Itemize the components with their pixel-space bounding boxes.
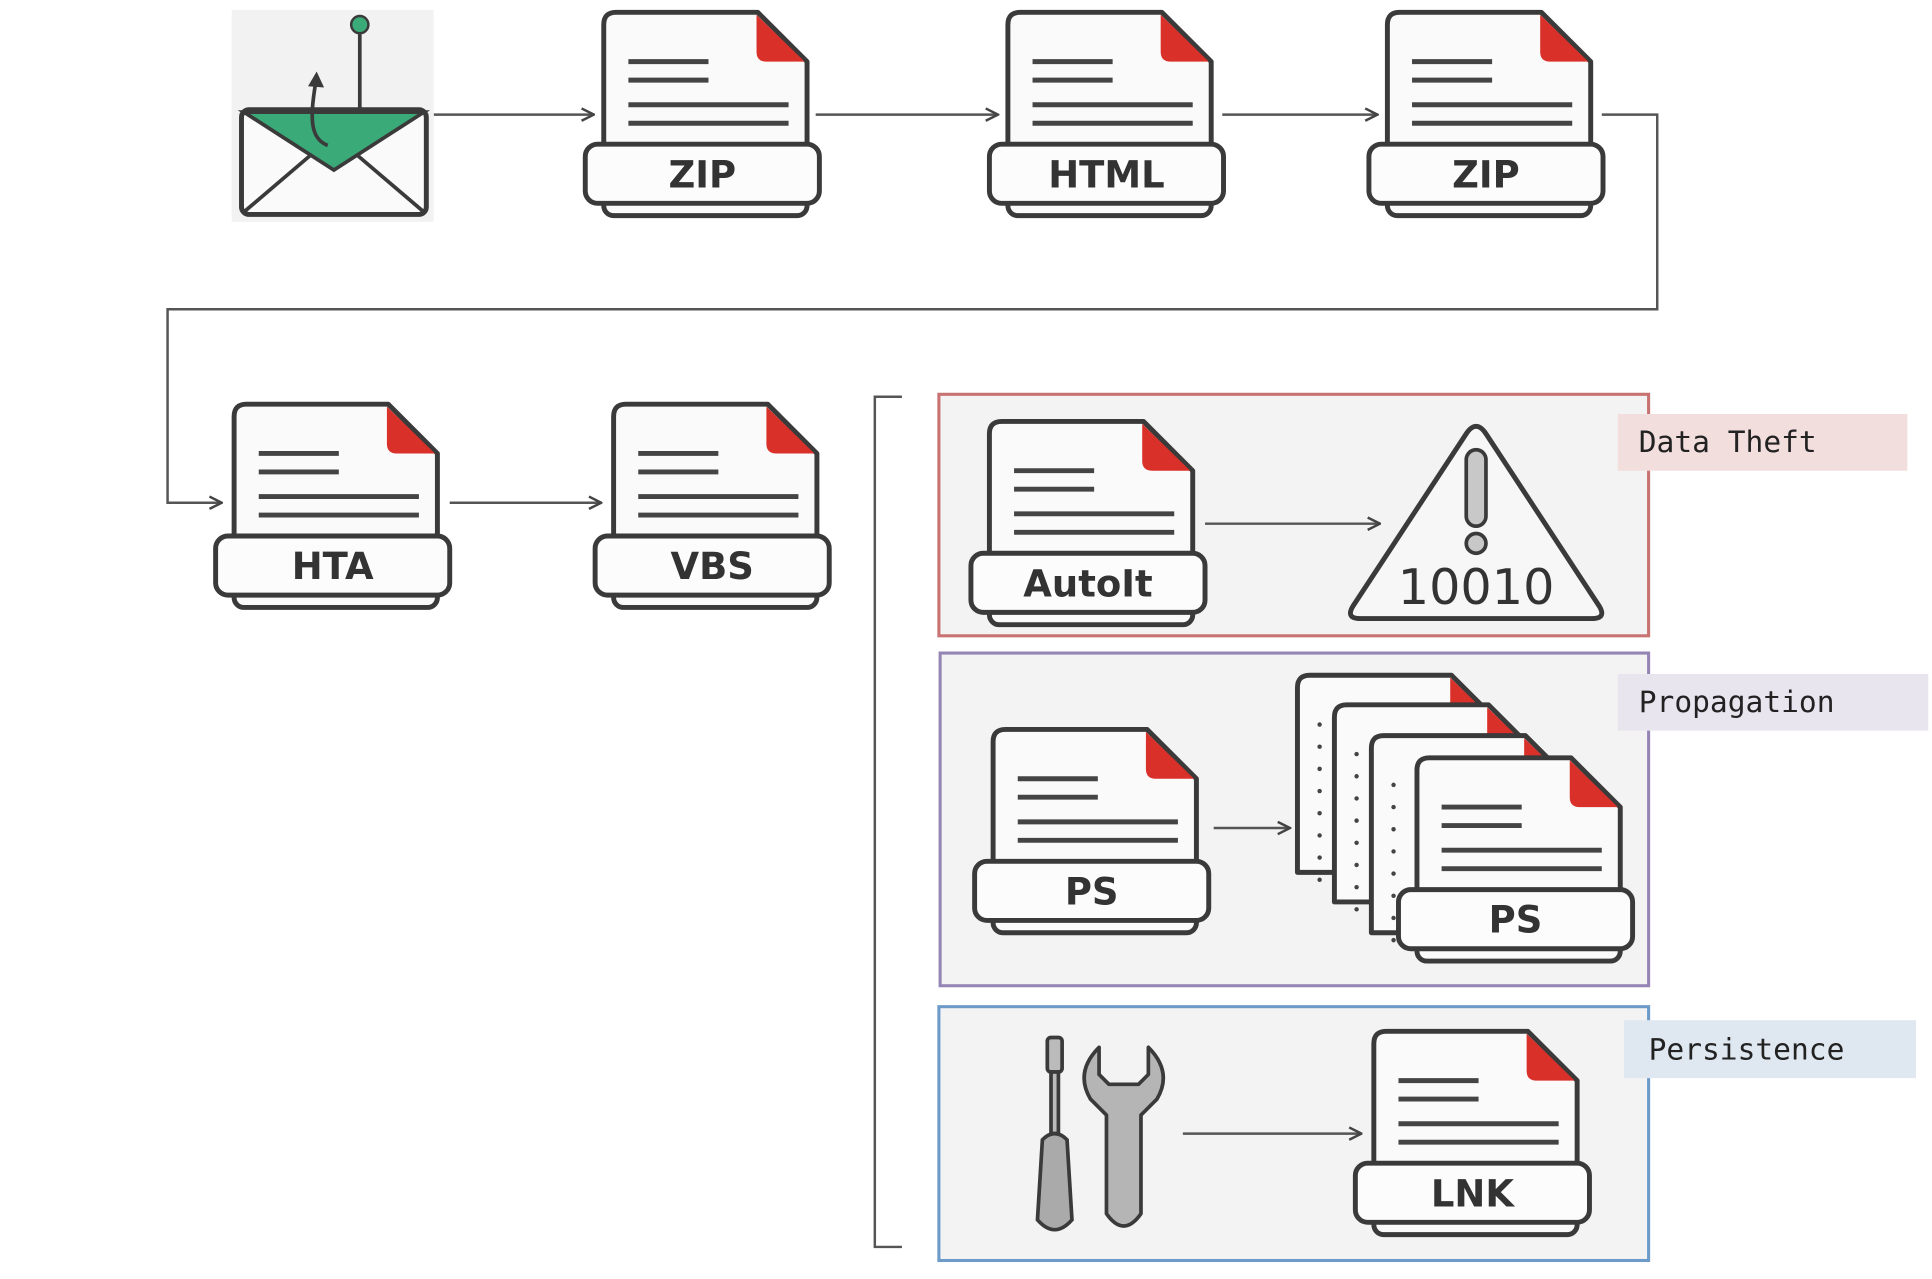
powershell-copy-file-icon: PS <box>1396 755 1636 964</box>
powershell-file-icon-label: PS <box>1065 870 1119 913</box>
lnk-file-icon-label: LNK <box>1431 1172 1515 1215</box>
autoit-file-icon-label: AutoIt <box>1023 562 1152 605</box>
zip-file-icon: ZIP <box>582 9 822 219</box>
folded-corner-icon <box>1526 1033 1575 1081</box>
stage-tag-data-theft-label: Data Theft <box>1639 425 1817 459</box>
html-file-icon: HTML <box>986 9 1226 219</box>
arrow-zip-to-hta <box>166 113 1659 503</box>
autoit-file-icon: AutoIt <box>968 418 1208 628</box>
stage-tag-propagation: Propagation <box>1617 674 1929 731</box>
vbs-file-icon: VBS <box>592 401 832 610</box>
stage-tag-data-theft: Data Theft <box>1617 414 1908 471</box>
zip-file-icon-label: ZIP <box>669 153 737 196</box>
binary-data-label: 10010 <box>1398 558 1555 616</box>
vbs-file-icon-label: VBS <box>670 545 753 588</box>
folded-corner-icon <box>1569 760 1618 808</box>
phishing-email-icon <box>231 9 434 222</box>
folded-corner-icon <box>766 406 815 454</box>
hta-file-icon: HTA <box>213 401 453 610</box>
tools-icon <box>1035 1035 1166 1232</box>
html-file-icon-label: HTML <box>1048 153 1164 196</box>
lnk-file-icon: LNK <box>1352 1028 1592 1238</box>
powershell-copy-file-icon-label: PS <box>1489 899 1543 942</box>
powershell-file-icon: PS <box>972 726 1212 936</box>
data-exfiltration-alert-icon: 10010 <box>1348 423 1605 622</box>
hta-file-icon-label: HTA <box>292 545 374 588</box>
stage-tag-persistence: Persistence <box>1623 1020 1916 1079</box>
stage-tag-propagation-label: Propagation <box>1639 685 1835 719</box>
zip-file-icon: ZIP <box>1366 9 1606 219</box>
stage-bracket <box>873 395 902 1249</box>
stage-tag-persistence-label: Persistence <box>1649 1033 1845 1067</box>
folded-corner-icon <box>386 406 435 454</box>
zip-file-icon-label: ZIP <box>1452 153 1520 196</box>
connectors <box>166 113 1659 1249</box>
folded-corner-icon <box>1142 423 1191 471</box>
